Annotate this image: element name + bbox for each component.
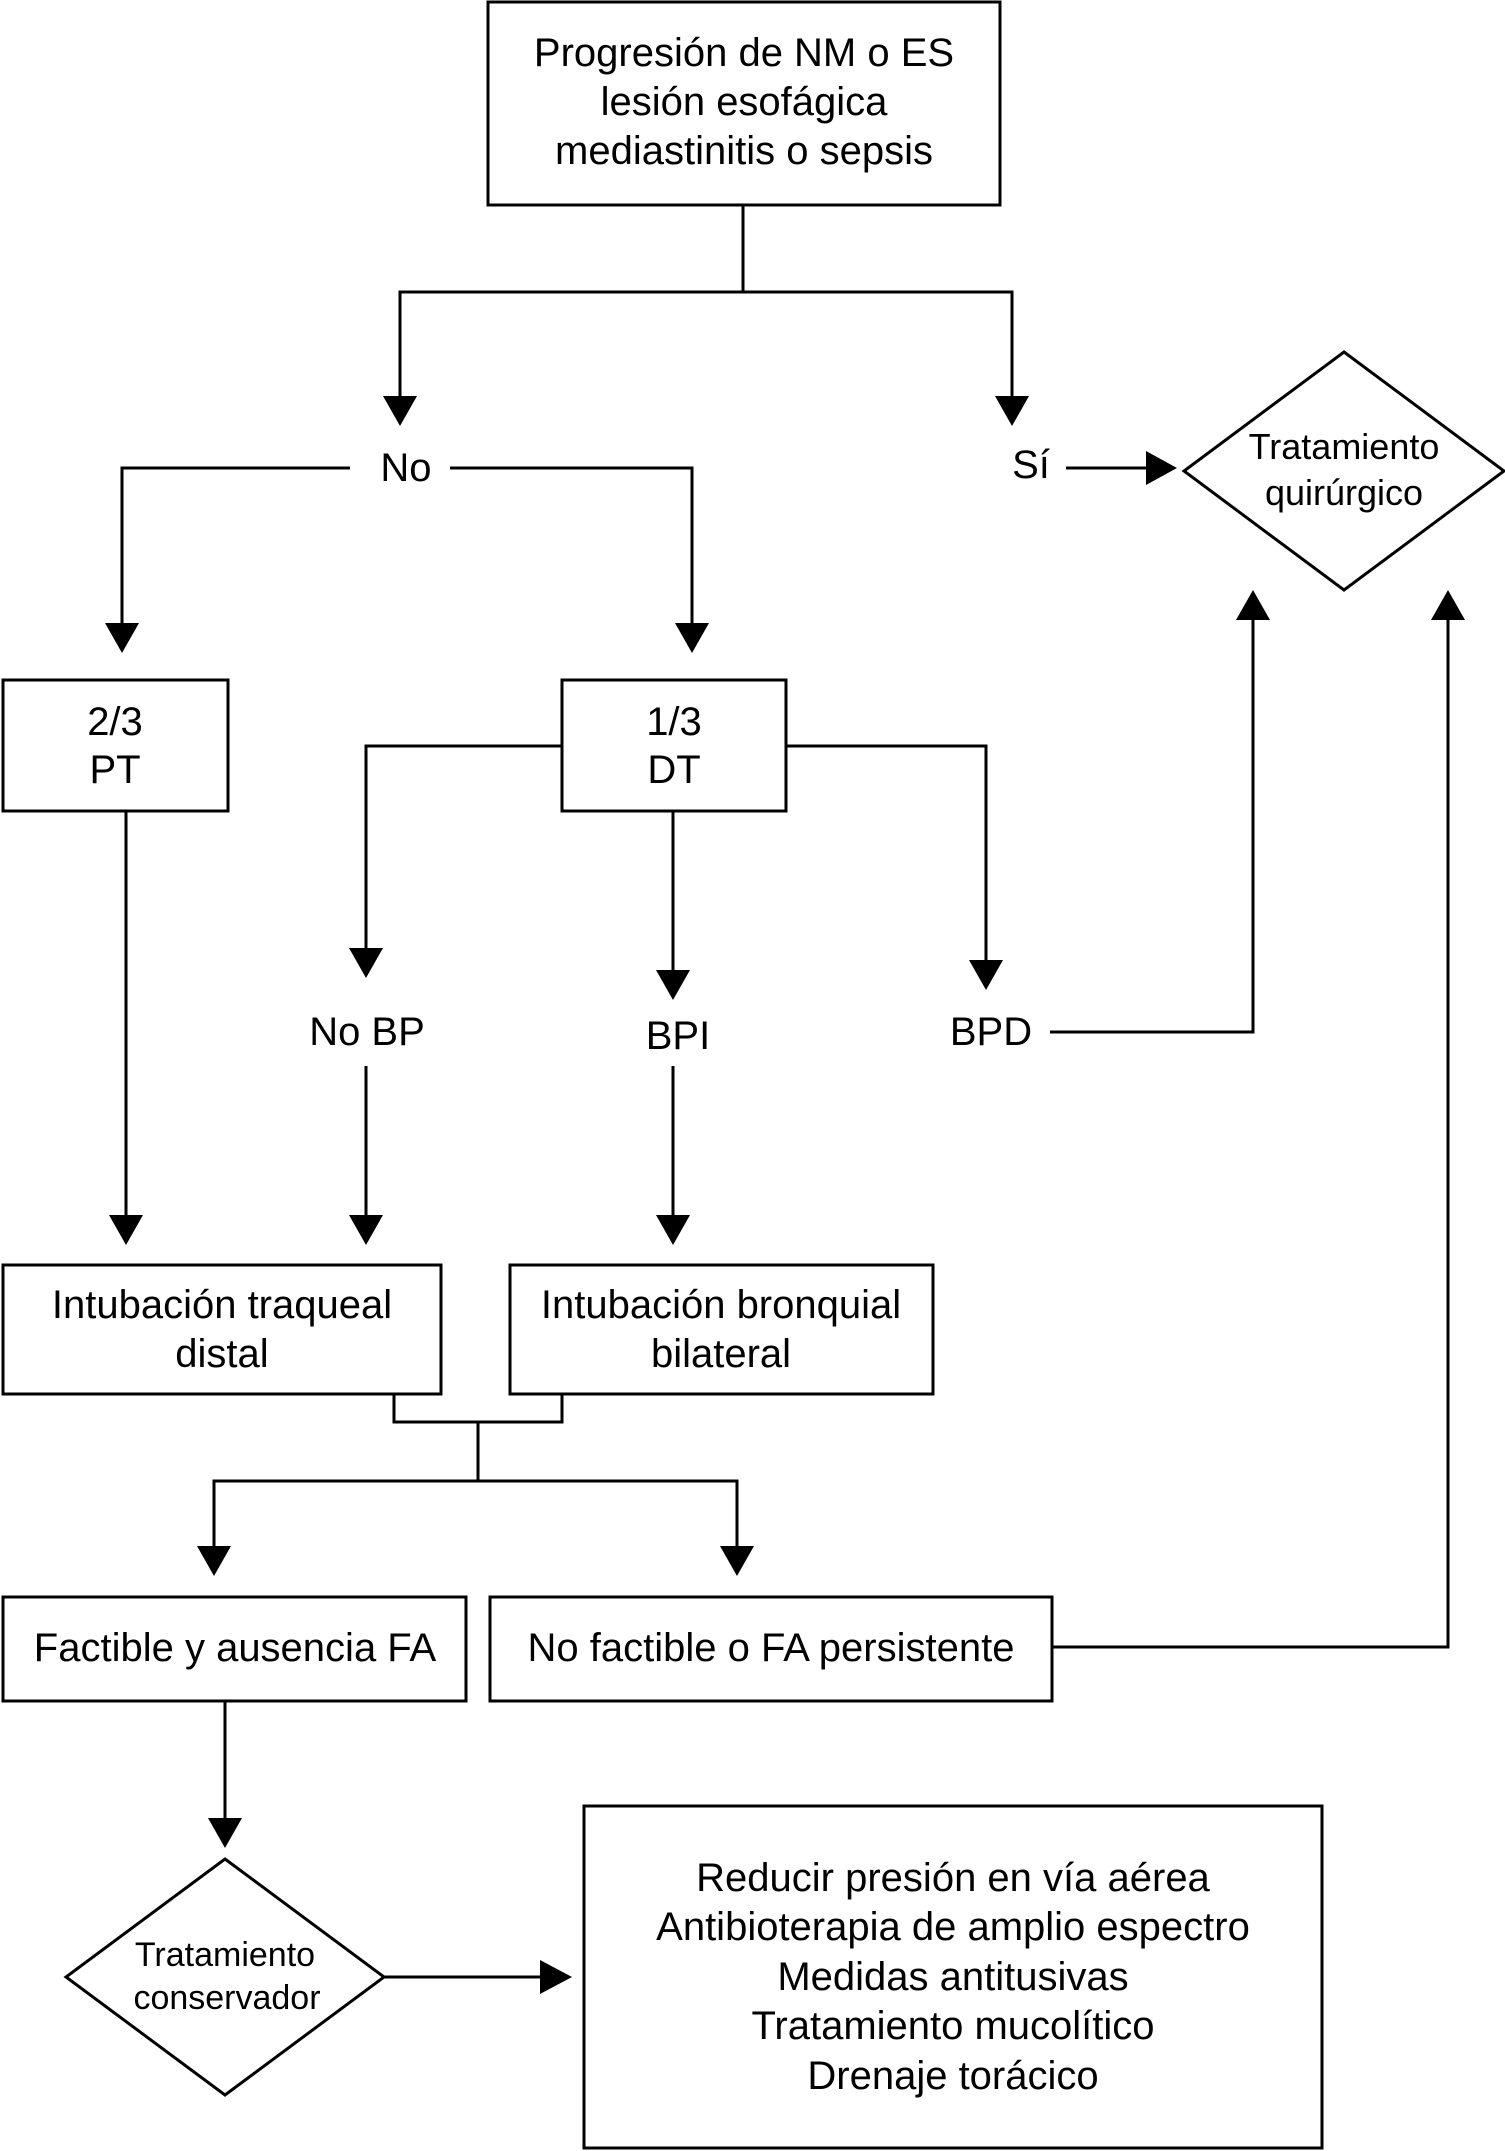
dt-line-1: 1/3 [646,700,702,744]
start-line-1: Progresión de NM o ES [534,31,954,75]
dt-box [560,678,788,813]
label-bpi: BPI [646,1014,710,1058]
measures-node: Reducir presión en vía aérea Antibiotera… [582,1804,1324,2150]
connector-split-yes [743,290,1014,398]
connector-split-no [398,290,743,398]
arrow-right-measures [540,1960,572,1994]
dt-node: 1/3 DT [560,678,788,813]
start-line-3: mediastinitis o sepsis [555,129,933,173]
not-feasible-node: No factible o FA persistente [488,1595,1054,1703]
bronchial-box [508,1263,935,1396]
label-yes: Sí [1012,443,1050,487]
arrow-down-notfeasible [720,1546,754,1576]
surgical-diamond [1181,350,1505,592]
arrow-down-nobp-tracheal [349,1215,383,1245]
connector-merge-feasible [212,1479,478,1548]
arrow-right-surgical [1146,451,1177,485]
measures-line-3: Medidas antitusivas [777,1955,1128,1999]
arrow-down-dt [675,623,709,653]
start-box [486,0,1002,207]
measures-line-4: Tratamiento mucolítico [751,2004,1154,2048]
arrow-down-pt [105,623,139,653]
pt-node: 2/3 PT [1,678,230,813]
bronchial-line-2: bilateral [651,1332,791,1376]
connector-bpd-surgical [1050,618,1255,1034]
tracheal-box [1,1263,443,1396]
pt-box [1,678,230,813]
pt-line-2: PT [89,748,140,792]
conservative-line-2: conservador [133,1979,320,2017]
pt-line-1: 2/3 [87,700,143,744]
tracheal-line-2: distal [175,1332,268,1376]
arrow-up-notfeasible-surgical [1431,590,1465,620]
connector-notfeasible-surgical [1052,618,1450,1649]
measures-line-5: Drenaje torácico [807,2054,1098,2098]
connector-no-right [450,466,694,625]
bronchial-line-1: Intubación bronquial [541,1283,901,1327]
arrow-down-no [383,396,417,426]
connector-no-left [120,466,350,625]
surgical-line-2: quirúrgico [1265,472,1423,513]
arrow-down-bpi [656,970,690,1000]
measures-box [582,1804,1324,2150]
conservative-diamond [63,1857,387,2097]
arrow-down-bpi-bronchial [656,1215,690,1245]
arrow-down-bpd [969,960,1003,990]
connector-dt-bpd [786,744,988,962]
conservative-line-1: Tratamiento [135,1936,315,1974]
not-feasible-label: No factible o FA persistente [528,1626,1015,1670]
measures-line-2: Antibioterapia de amplio espectro [656,1905,1250,1949]
connector-merge-notfeasible [478,1479,739,1548]
start-line-2: lesión esofágica [601,80,889,124]
arrow-up-bpd-surgical [1236,590,1270,620]
label-no-bp: No BP [309,1010,425,1054]
label-no: No [380,446,431,490]
connector-tracheal-merge [392,1394,478,1424]
measures-line-1: Reducir presión en vía aérea [696,1856,1210,1900]
arrow-down-conservative [208,1818,242,1848]
tracheal-line-1: Intubación traqueal [52,1283,392,1327]
arrow-down-feasible [197,1546,231,1576]
arrow-down-nobp [349,948,383,978]
label-bpd: BPD [950,1010,1032,1054]
bronchial-node: Intubación bronquial bilateral [508,1263,935,1396]
feasible-box [1,1595,468,1703]
arrowheads [105,396,1465,1994]
connector-dt-nobp [364,744,562,950]
surgical-node: Tratamiento quirúrgico [1181,350,1505,592]
surgical-line-1: Tratamiento [1249,426,1440,467]
feasible-node: Factible y ausencia FA [1,1595,468,1703]
arrow-down-yes [995,396,1029,426]
tracheal-node: Intubación traqueal distal [1,1263,443,1396]
connector-bronchial-merge [478,1394,564,1424]
feasible-label: Factible y ausencia FA [34,1626,437,1670]
start-node: Progresión de NM o ES lesión esofágica m… [486,0,1002,207]
conservative-node: Tratamiento conservador [63,1857,387,2097]
dt-line-2: DT [647,748,700,792]
connectors [120,205,1450,1979]
not-feasible-box [488,1595,1054,1703]
arrow-down-pt-tracheal [109,1215,143,1245]
